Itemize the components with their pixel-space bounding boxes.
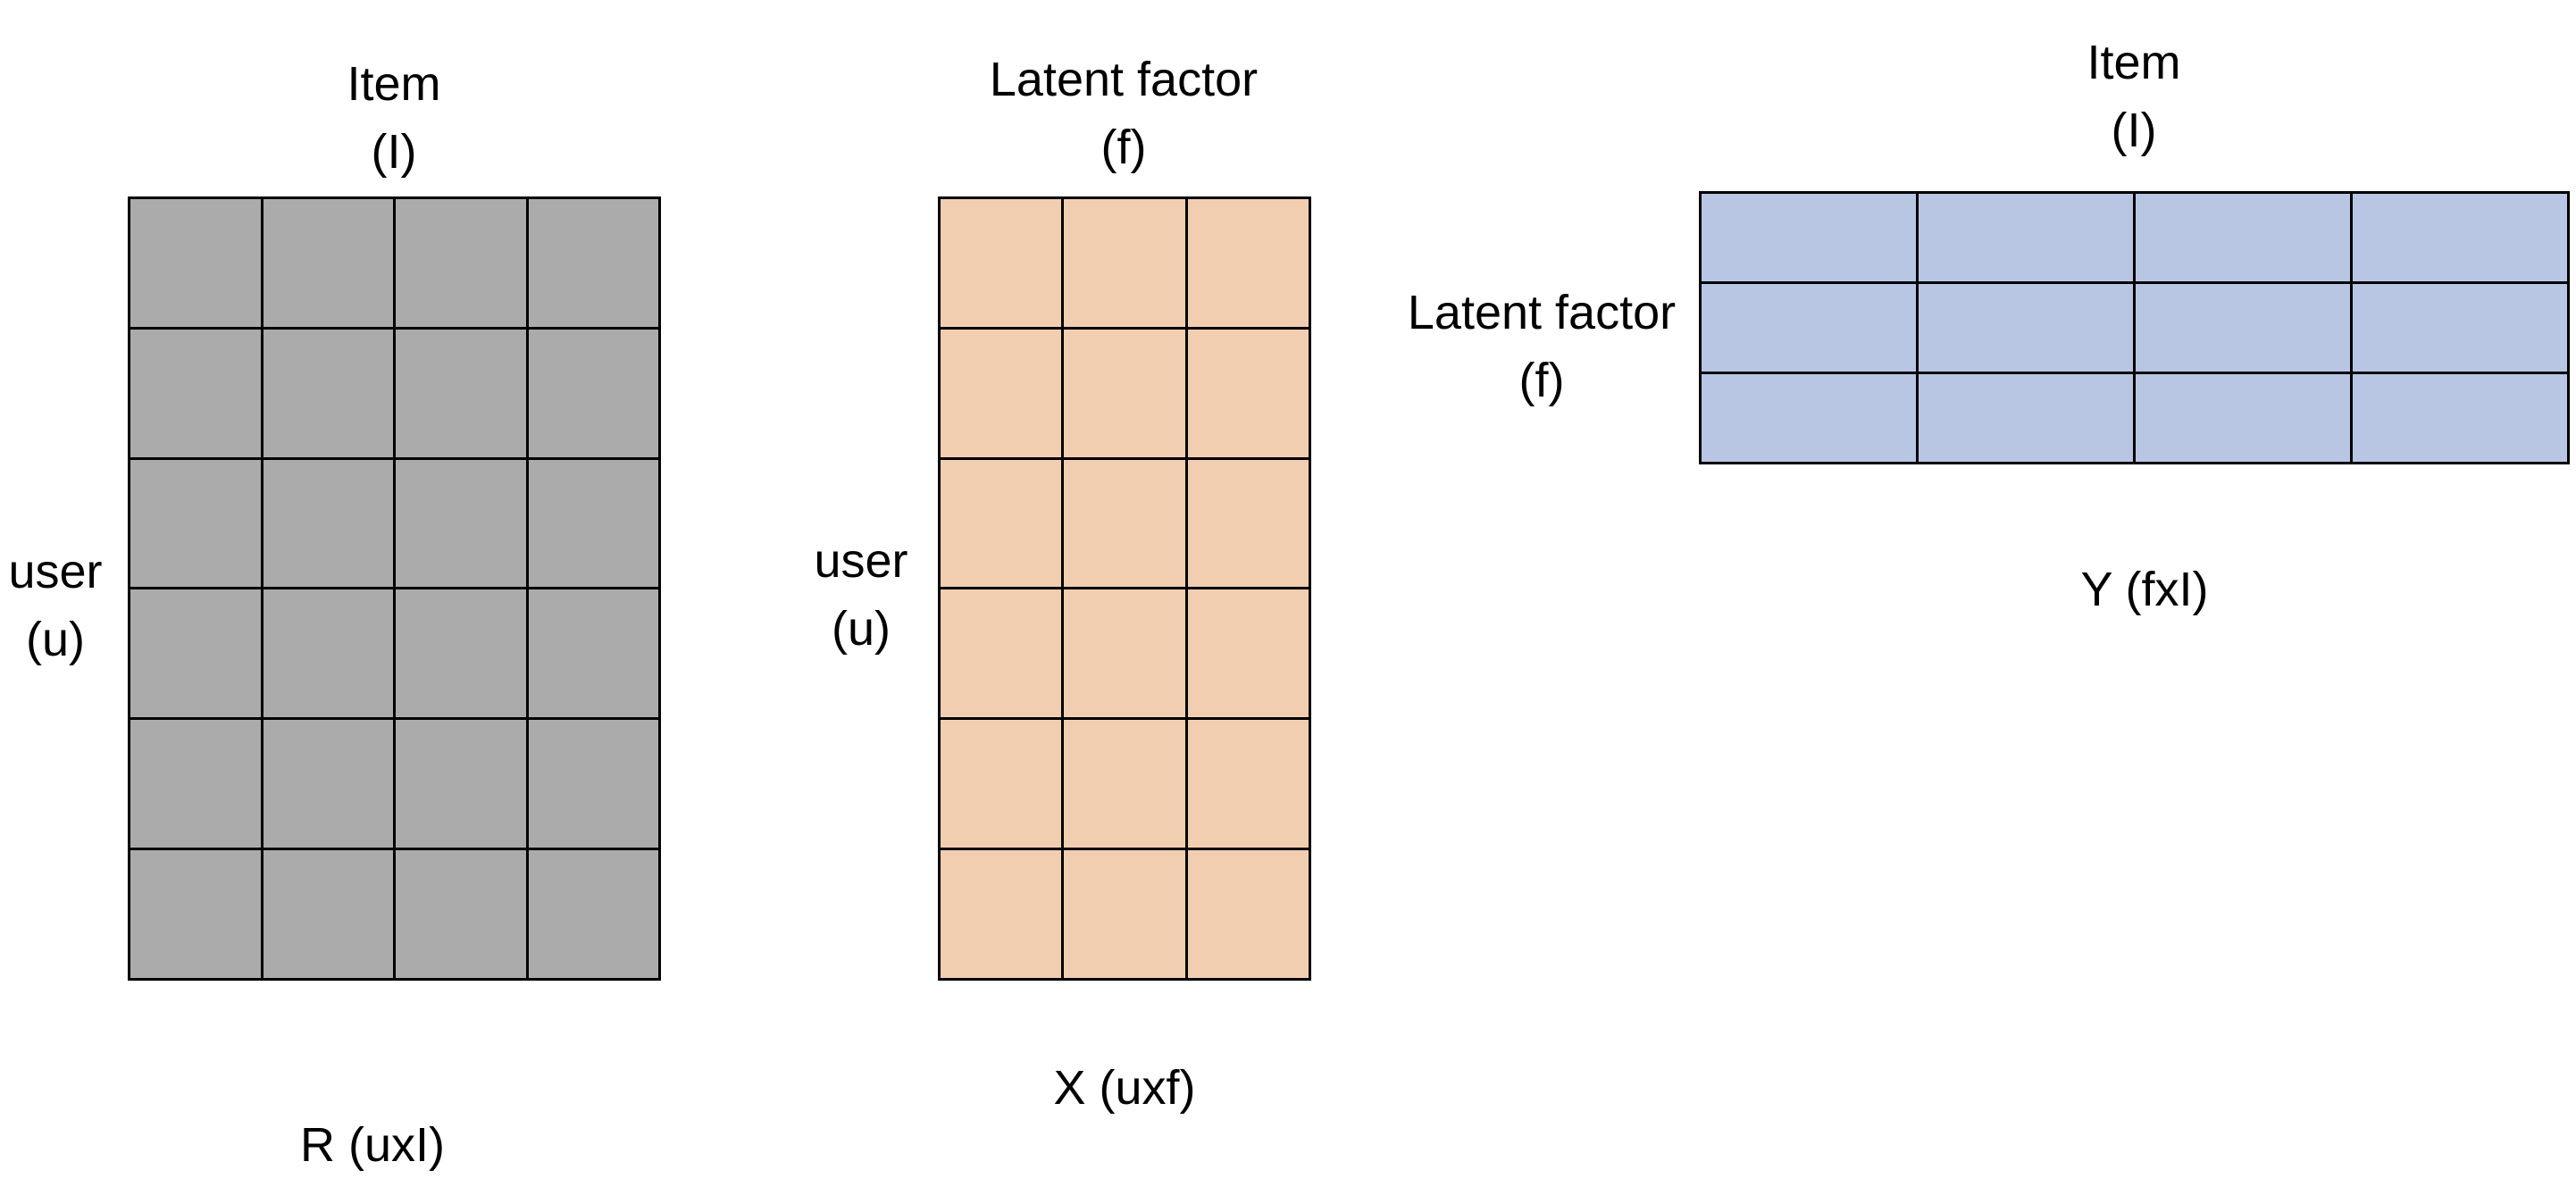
matrix-r-cell (528, 459, 661, 590)
y-latent-factor-label: Latent factor (f) (1408, 279, 1676, 414)
matrix-x-cell (941, 850, 1065, 981)
matrix-r-cell (396, 459, 529, 590)
matrix-y (1699, 191, 2570, 464)
matrix-r-cell (396, 199, 529, 330)
matrix-x-cell (1064, 850, 1188, 981)
matrix-r-cell (263, 459, 396, 590)
matrix-r-cell (130, 199, 263, 330)
x-user-label-text: user (814, 534, 908, 588)
matrix-x-cell (1187, 850, 1311, 981)
matrix-x-cell (941, 720, 1065, 851)
matrix-x-cell (1187, 329, 1311, 460)
matrix-y-cell (1919, 284, 2136, 374)
y-latent-factor-label-text: Latent factor (1407, 286, 1677, 339)
matrix-x-cell (941, 459, 1065, 590)
matrix-x-cell (1064, 589, 1188, 721)
matrix-y-cell (2136, 284, 2353, 374)
matrix-x-cell (1064, 720, 1188, 851)
matrix-r-cell (263, 720, 396, 851)
matrix-y-cell (2353, 284, 2570, 374)
matrix-x (938, 196, 1311, 981)
y-caption: Y (fxI) (2080, 563, 2209, 616)
r-item-label: Item (I) (347, 50, 440, 186)
matrix-x-cell (1064, 459, 1188, 590)
matrix-y-cell (2136, 194, 2353, 284)
matrix-x-cell (1064, 329, 1188, 460)
x-latent-factor-label-symbol: (f) (1100, 121, 1147, 174)
matrix-x-cell (1187, 459, 1311, 590)
matrix-r-cell (263, 199, 396, 330)
matrix-y-cell (2136, 374, 2353, 464)
matrix-y-cell (1702, 194, 1919, 284)
y-latent-factor-label-symbol: (f) (1518, 354, 1565, 407)
matrix-r-cell (263, 850, 396, 981)
y-item-label-text: Item (2087, 36, 2181, 89)
r-user-label: user (u) (8, 538, 102, 673)
matrix-r-cell (263, 329, 396, 460)
matrix-r-cell (263, 589, 396, 721)
matrix-r (128, 196, 661, 981)
matrix-x-cell (941, 199, 1065, 330)
matrix-y-cell (1919, 194, 2136, 284)
y-item-label-symbol: (I) (2111, 104, 2157, 157)
matrix-r-cell (130, 329, 263, 460)
r-user-label-text: user (8, 545, 103, 598)
matrix-r-cell (528, 329, 661, 460)
matrix-r-cell (130, 720, 263, 851)
matrix-x-cell (1187, 720, 1311, 851)
matrix-r-cell (396, 720, 529, 851)
r-item-label-symbol: (I) (371, 125, 417, 179)
matrix-y-cell (2353, 374, 2570, 464)
y-item-label: Item (I) (2087, 29, 2180, 164)
matrix-y-cell (1919, 374, 2136, 464)
x-caption: X (uxf) (1053, 1061, 1196, 1115)
matrix-r-cell (396, 329, 529, 460)
matrix-x-cell (1064, 199, 1188, 330)
r-item-label-text: Item (347, 57, 441, 111)
matrix-x-cell (941, 329, 1065, 460)
matrix-x-cell (941, 589, 1065, 721)
matrix-y-cell (1702, 284, 1919, 374)
matrix-y-cell (1702, 374, 1919, 464)
x-latent-factor-label: Latent factor (f) (990, 46, 1258, 181)
matrix-x-cell (1187, 199, 1311, 330)
x-user-label-symbol: (u) (831, 602, 891, 656)
matrix-r-cell (528, 850, 661, 981)
matrix-r-cell (130, 850, 263, 981)
matrix-r-cell (528, 199, 661, 330)
x-latent-factor-label-text: Latent factor (989, 53, 1259, 106)
x-user-label: user (u) (814, 527, 907, 663)
matrix-r-cell (396, 589, 529, 721)
matrix-r-cell (396, 850, 529, 981)
matrix-r-cell (528, 589, 661, 721)
r-caption: R (uxI) (300, 1118, 445, 1172)
matrix-r-cell (130, 459, 263, 590)
matrix-x-cell (1187, 589, 1311, 721)
matrix-y-cell (2353, 194, 2570, 284)
r-user-label-symbol: (u) (25, 613, 85, 666)
matrix-r-cell (528, 720, 661, 851)
matrix-r-cell (130, 589, 263, 721)
